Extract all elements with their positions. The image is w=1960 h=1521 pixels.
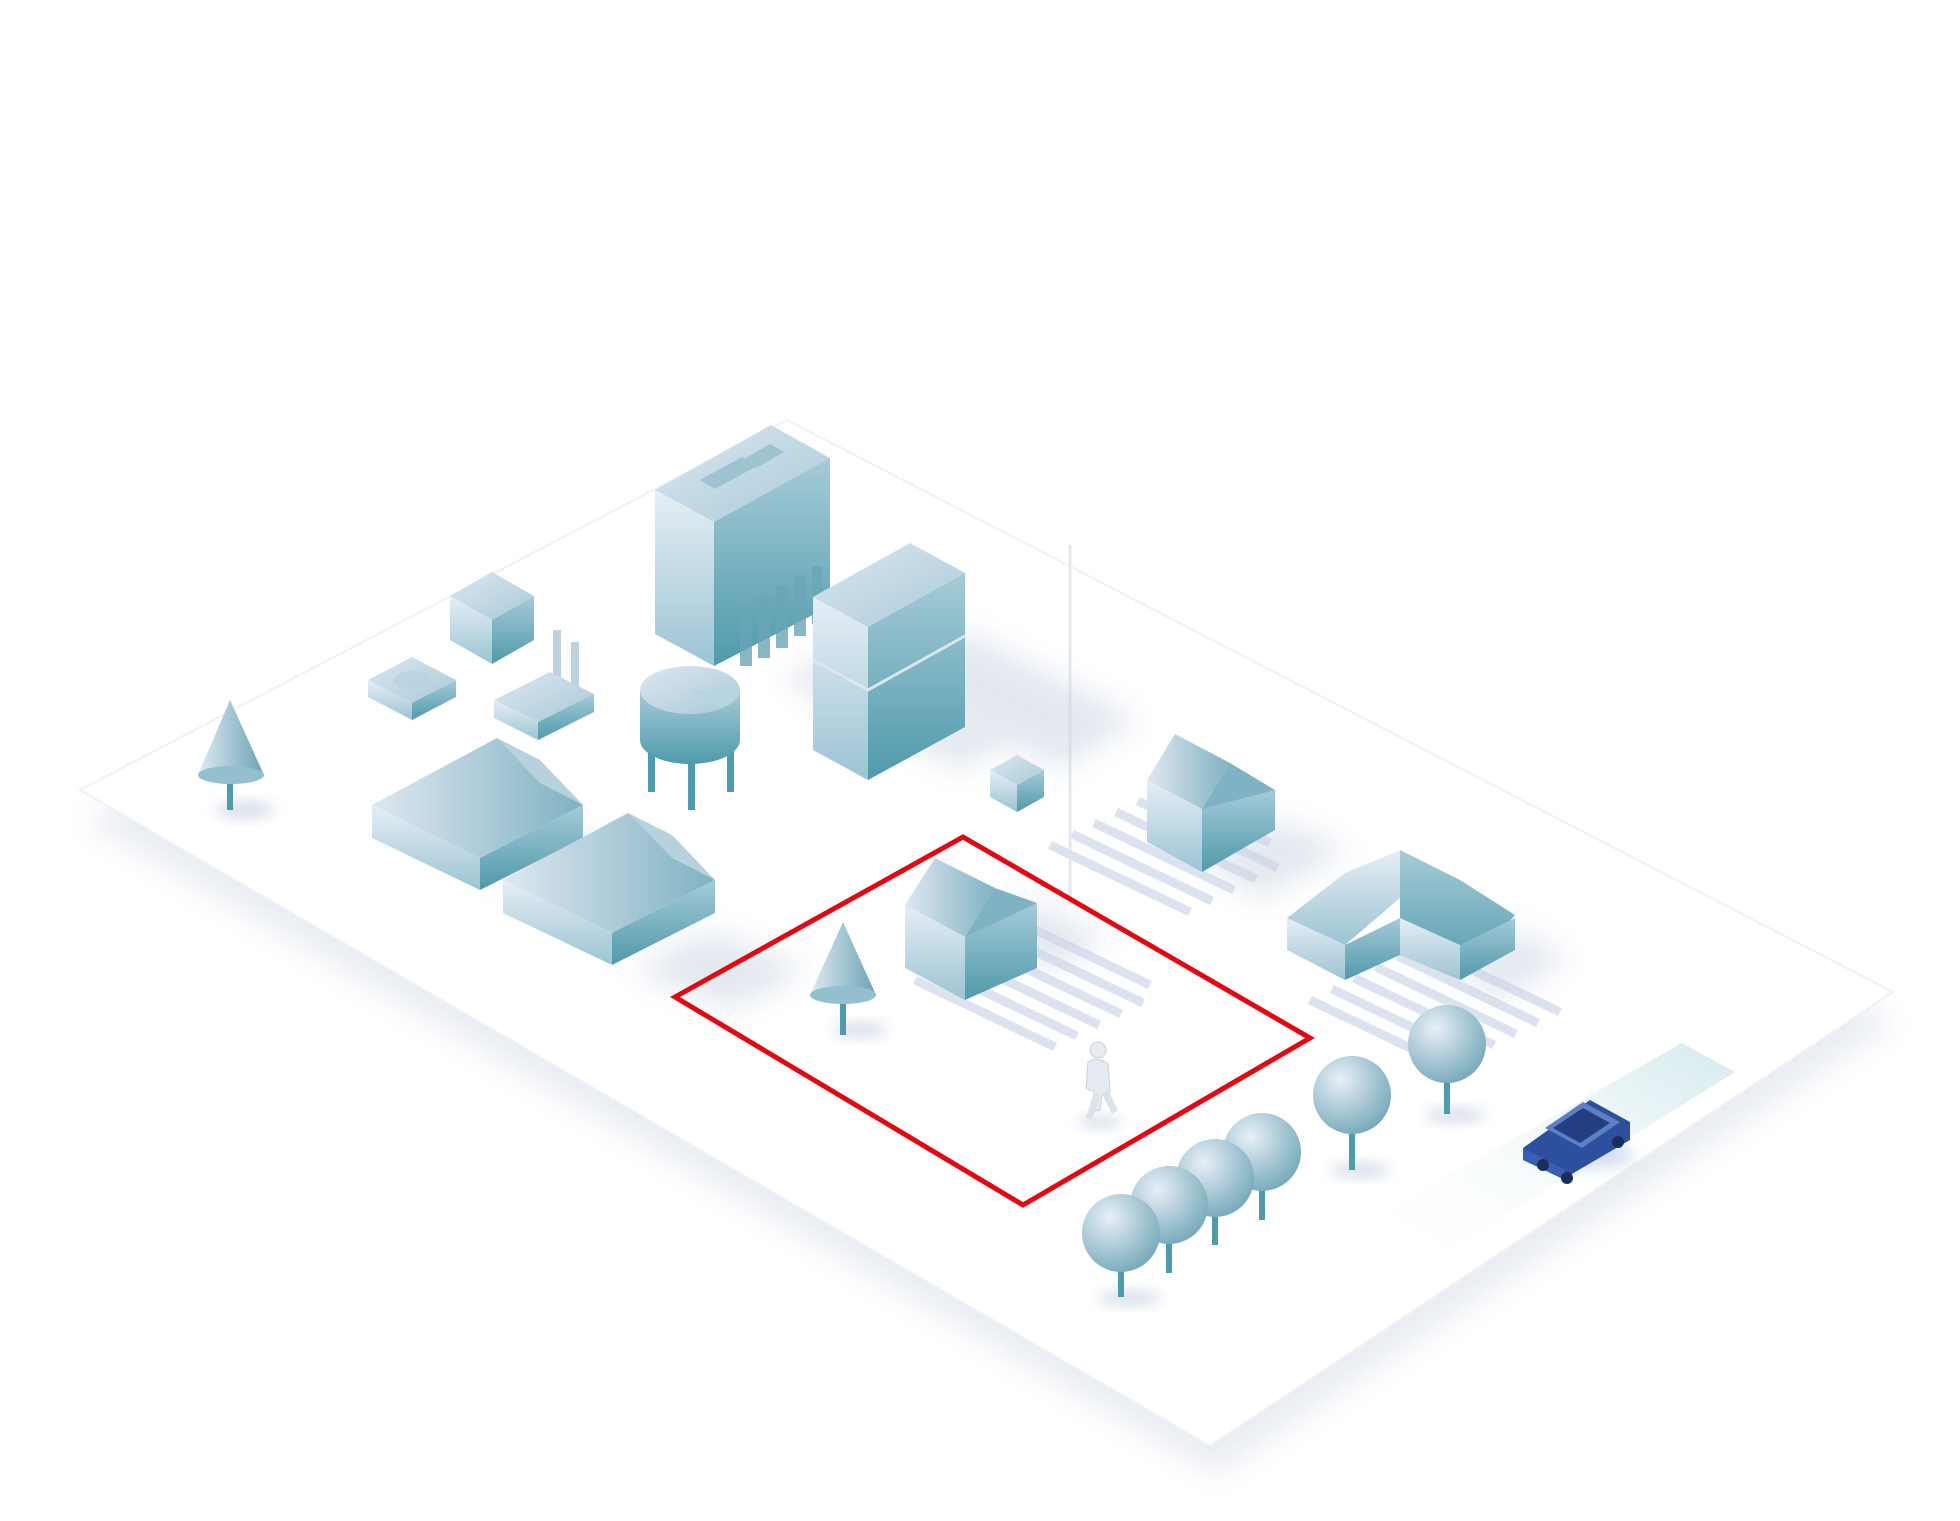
tree-icon <box>1408 1005 1486 1122</box>
small-cube-mid <box>990 755 1044 812</box>
warehouse-icon-2 <box>503 813 715 965</box>
car-icon <box>1523 1100 1633 1184</box>
tree-icon-left <box>198 700 275 818</box>
house-icon-upper <box>1147 734 1275 872</box>
highlight-border <box>669 834 1315 1208</box>
tree-icon <box>1313 1056 1391 1177</box>
twin-tower-icon <box>812 543 966 780</box>
factory-icon <box>494 630 594 740</box>
house-icon-plot <box>905 858 1037 1000</box>
small-cube-back <box>450 572 534 664</box>
tree-icon-plot <box>810 922 888 1037</box>
office-tower-icon <box>655 425 830 666</box>
pedestrian-icon <box>1078 1041 1122 1128</box>
tree-icon <box>1082 1194 1162 1305</box>
storage-tank-icon <box>640 666 740 810</box>
round-trees <box>1082 1005 1486 1305</box>
small-box-left <box>368 657 456 720</box>
house-icon-right <box>1287 850 1515 980</box>
warehouse-icon <box>372 738 583 890</box>
